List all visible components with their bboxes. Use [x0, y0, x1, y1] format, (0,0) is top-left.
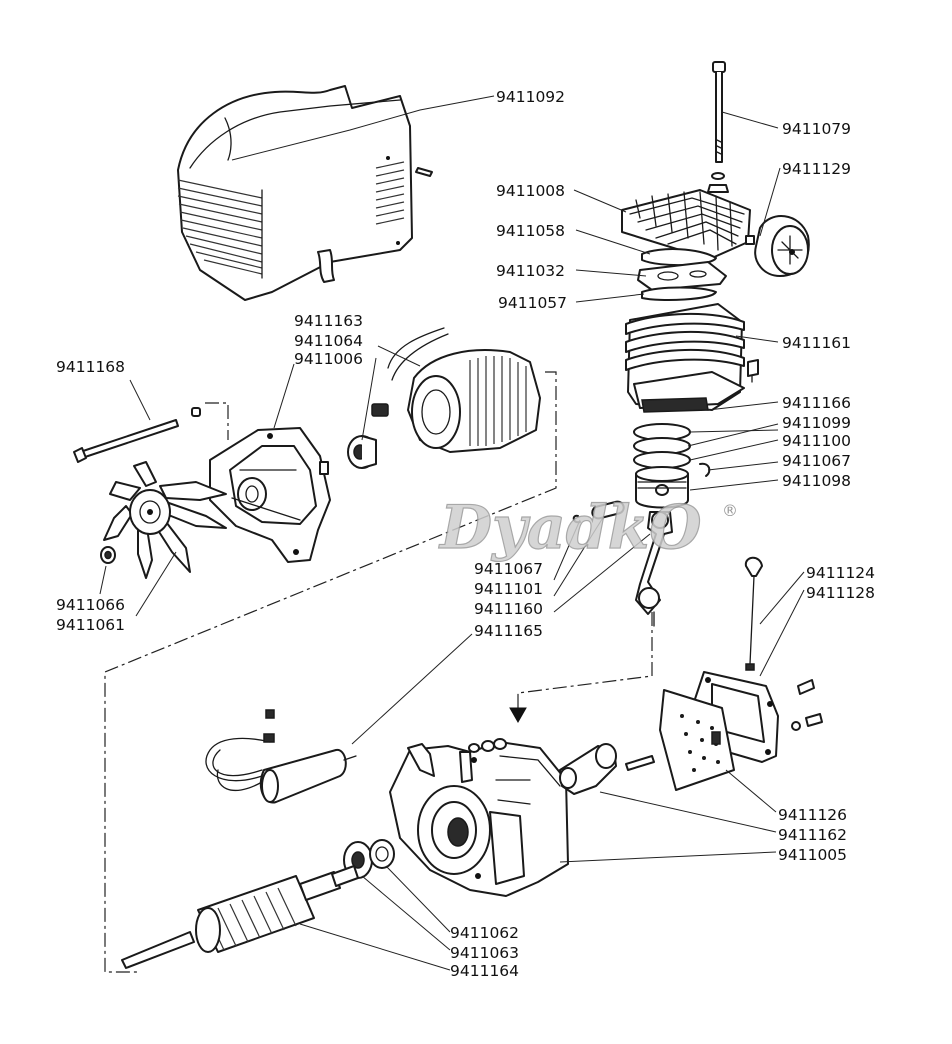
part-label: 9411161: [782, 334, 851, 352]
rear-gasket: [659, 689, 735, 791]
cylinder-block: [625, 303, 759, 413]
part-label: 9411168: [56, 358, 125, 376]
part-label: 9411163: [294, 312, 363, 330]
part-label: 9411164: [450, 962, 519, 980]
part-label: 9411124: [806, 564, 875, 582]
watermark: DyadkO ®: [437, 492, 738, 563]
motor-rotor: [121, 865, 359, 969]
connecting-rod-assembly: [572, 500, 673, 627]
part-label: 9411098: [782, 472, 851, 490]
bearing-upper: [347, 435, 377, 469]
piston-assembly: [633, 423, 711, 509]
part-label: 9411128: [806, 584, 875, 602]
part-label: 9411058: [496, 222, 565, 240]
part-label: 9411162: [778, 826, 847, 844]
part-label: 9411129: [782, 160, 851, 178]
part-label: 9411032: [496, 262, 565, 280]
fan-housing: [209, 427, 331, 563]
part-label: 9411005: [778, 846, 847, 864]
part-label: 9411067: [474, 560, 543, 578]
svg-text:®: ®: [722, 501, 738, 520]
part-label: 9411166: [782, 394, 851, 412]
leader-lines: [99, 95, 805, 971]
shroud-cover: [177, 85, 433, 301]
motor-stator: [371, 327, 541, 453]
part-label: 9411126: [778, 806, 847, 824]
part-label: 9411062: [450, 924, 519, 942]
part-label: 9411008: [496, 182, 565, 200]
part-label: 9411063: [450, 944, 519, 962]
svg-text:DyadkO: DyadkO: [438, 493, 702, 563]
part-label: 9411079: [782, 120, 851, 138]
cylinder-head: [621, 189, 755, 259]
part-label: 9411101: [474, 580, 543, 598]
tie-rod-bolt: [73, 407, 201, 463]
part-label: 9411099: [782, 414, 851, 432]
part-label: 9411066: [56, 596, 125, 614]
part-label: 9411057: [498, 294, 567, 312]
part-label: 9411061: [56, 616, 125, 634]
part-label: 9411006: [294, 350, 363, 368]
assembly-guide-lines: [104, 371, 653, 973]
valve-plate-stack: [637, 248, 727, 301]
head-stud-bolt: [707, 61, 729, 193]
crankshaft-eccentric: [559, 743, 655, 795]
main-bearings: [343, 839, 395, 879]
air-filter: [754, 215, 810, 277]
capacitor: [205, 709, 357, 804]
part-label: 9411064: [294, 332, 363, 350]
part-label: 9411160: [474, 600, 543, 618]
crankcase: [389, 738, 569, 897]
part-label: 9411165: [474, 622, 543, 640]
part-label: 9411100: [782, 432, 851, 450]
part-label: 9411092: [496, 88, 565, 106]
part-label: 9411067: [782, 452, 851, 470]
cooling-fan: [100, 461, 227, 579]
dipstick: [744, 556, 763, 671]
part-number-labels: 9411092 9411079 9411129 9411008 9411058 …: [56, 88, 875, 980]
